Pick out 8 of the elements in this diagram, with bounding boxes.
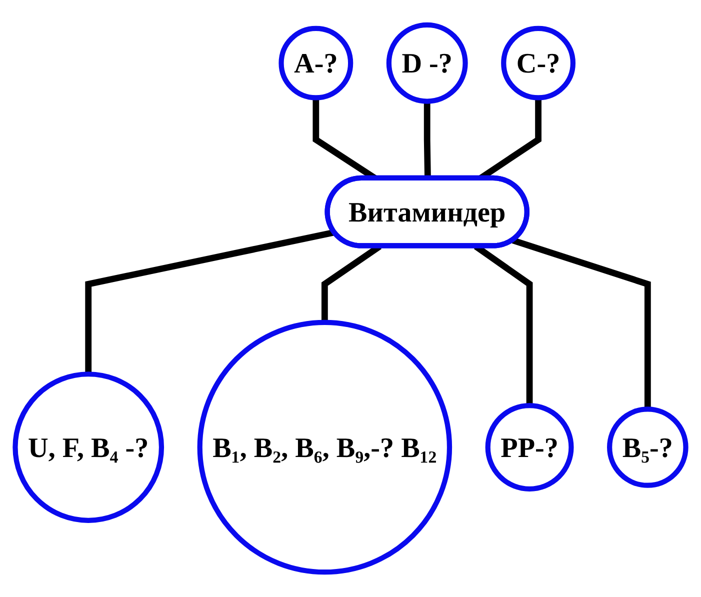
node-circle: D -?: [386, 22, 468, 104]
node-circle: B₅-?: [607, 406, 688, 488]
node-circle: PP-?: [485, 403, 574, 492]
node-circle: A-?: [278, 26, 354, 100]
connector: [85, 229, 336, 374]
node-circle: C-?: [501, 26, 576, 100]
node-circle: B₁, B₂, B₆, B₉,-? B₁₂: [197, 320, 452, 575]
node-circle: U, F, B₄ -?: [12, 372, 164, 523]
